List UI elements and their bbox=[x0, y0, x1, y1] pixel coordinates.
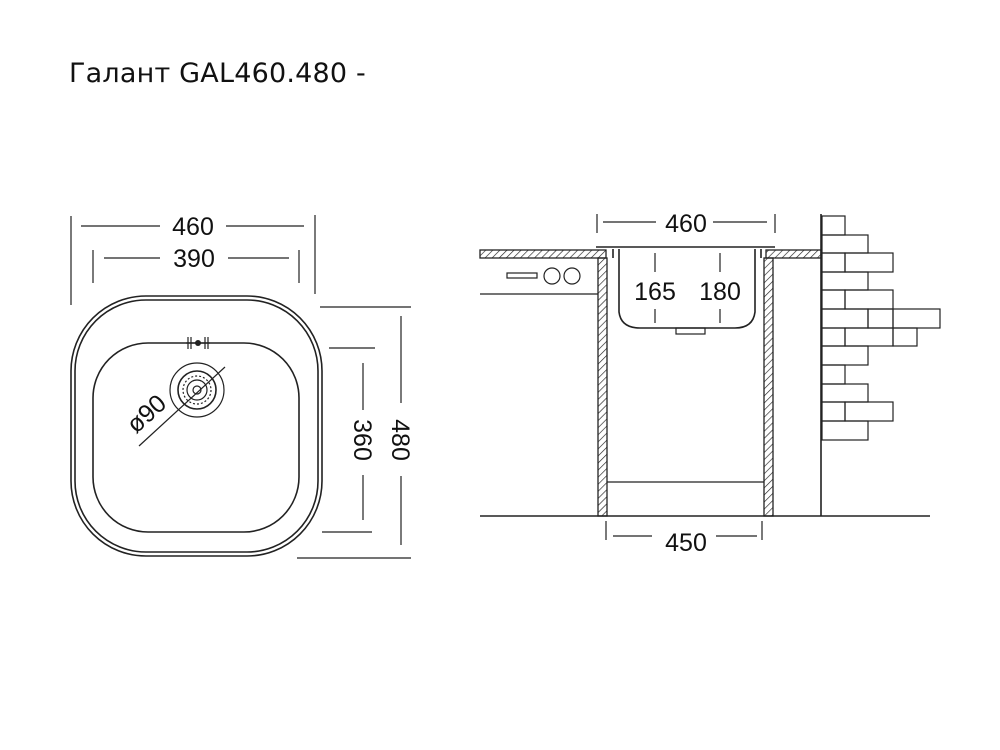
dimension-label: 390 bbox=[173, 245, 215, 273]
overflow-icon bbox=[186, 337, 210, 349]
sink-outline bbox=[70, 295, 323, 557]
dimension-depth-outer: 480 bbox=[297, 306, 414, 559]
drain-icon bbox=[169, 362, 225, 418]
dimension-depth-inner: 360 bbox=[322, 347, 376, 533]
brick-wall bbox=[820, 214, 941, 516]
dimension-width-outer: 460 bbox=[70, 213, 316, 305]
sink-bowl-section bbox=[612, 249, 762, 335]
side-view: 460 165 180 bbox=[479, 210, 941, 557]
top-view: 460 390 bbox=[70, 213, 414, 559]
dimension-width-inner: 390 bbox=[92, 245, 300, 283]
dimension-cabinet-width: 450 bbox=[605, 521, 763, 557]
dimension-bowl-depth-1: 165 bbox=[634, 253, 676, 323]
cabinet bbox=[597, 257, 774, 517]
dimension-label: 480 bbox=[386, 419, 414, 461]
dimension-label: ø90 bbox=[121, 389, 172, 439]
dimension-label: 165 bbox=[634, 278, 676, 306]
drawing-title: Галант GAL460.480 - bbox=[69, 58, 366, 89]
countertop bbox=[479, 246, 822, 259]
dimension-drain: ø90 bbox=[121, 366, 226, 447]
dimension-bowl-depth-2: 180 bbox=[699, 253, 741, 323]
dimension-flange-width: 460 bbox=[596, 210, 776, 238]
dishwasher bbox=[480, 267, 598, 295]
dimension-label: 360 bbox=[348, 419, 376, 461]
dimension-label: 450 bbox=[665, 529, 707, 557]
dimension-label: 460 bbox=[172, 213, 214, 241]
dimension-label: 180 bbox=[699, 278, 741, 306]
dimension-label: 460 bbox=[665, 210, 707, 238]
